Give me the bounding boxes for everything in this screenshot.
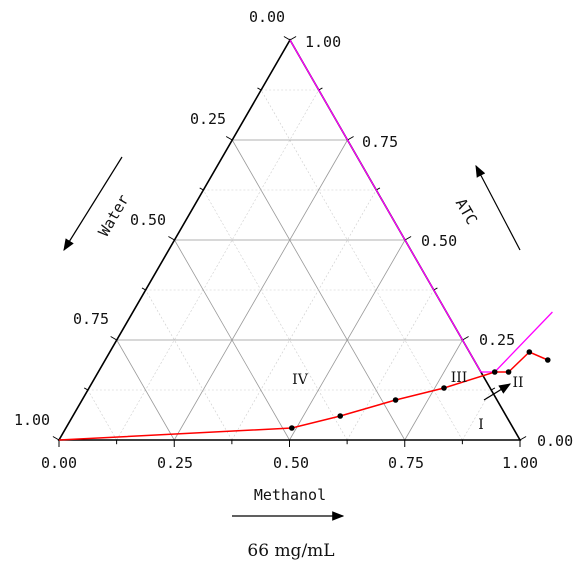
water-tick-mark [141, 287, 146, 291]
region-label-i: I [478, 417, 484, 433]
atc-tick-4: 1.00 [305, 33, 341, 51]
region-ii-pointer-arrow [483, 383, 512, 401]
atc-axis-title: ATC [452, 195, 481, 227]
tick-layer [52, 36, 527, 447]
atc-tick-mark [347, 136, 354, 141]
data-point-3 [392, 397, 399, 403]
methanol-tick-1: 0.25 [157, 454, 193, 472]
atc-tick-mark [404, 236, 412, 241]
water-tick-mark [257, 87, 262, 91]
methanol-tick-0: 0.00 [41, 454, 77, 472]
data-point-2 [337, 413, 344, 419]
grid-line-water [203, 189, 348, 441]
water-tick-2: 0.50 [130, 211, 166, 229]
grid-layer [87, 89, 492, 441]
grid-line-water [145, 289, 233, 441]
water-tick-mark [52, 436, 60, 441]
methanol-tick-4: 1.00 [502, 454, 538, 472]
grid-line-water [174, 239, 290, 441]
atc-tick-mark [519, 436, 527, 441]
data-point-7 [526, 349, 533, 355]
atc-direction-arrow [475, 164, 521, 251]
water-tick-mark [110, 336, 117, 341]
chart-caption: 66 mg/mL [247, 541, 334, 561]
water-direction-arrow [63, 156, 123, 252]
atc-tick-mark [289, 36, 297, 41]
grid-line-methanol [289, 239, 406, 441]
atc-tick-3: 0.75 [362, 133, 398, 151]
region-label-iv: IV [292, 372, 309, 388]
methanol-tick-3: 0.75 [388, 454, 424, 472]
data-point-4 [441, 385, 447, 391]
water-tick-mark [283, 36, 291, 41]
water-tick-0: 0.00 [249, 8, 285, 26]
data-series-layer [58, 349, 551, 441]
data-point-6 [505, 369, 512, 375]
data-point-1 [289, 425, 295, 431]
methanol-axis-title: Methanol [254, 486, 326, 504]
atc-tick-mark [433, 287, 438, 291]
grid-line-water [87, 389, 117, 441]
water-tick-mark [83, 387, 89, 391]
water-tick-1: 0.25 [190, 110, 226, 128]
atc-tick-mark [491, 387, 496, 391]
region-label-ii: II [512, 375, 523, 391]
atc-tick-1: 0.25 [479, 331, 515, 349]
atc-tick-mark [376, 187, 381, 191]
water-tick-3: 0.75 [73, 310, 109, 328]
methanol-tick-2: 0.50 [273, 454, 309, 472]
grid-line-methanol [231, 189, 377, 441]
water-tick-mark [199, 187, 204, 191]
atc-tick-mark [462, 336, 469, 341]
water-tick-mark [168, 236, 175, 241]
water-tick-4: 1.00 [14, 411, 50, 429]
atc-tick-mark [318, 87, 323, 91]
grid-line-methanol [116, 89, 320, 441]
region-label-iii: III [451, 370, 468, 386]
data-point-8 [544, 357, 551, 363]
water-axis-title: Water [95, 191, 133, 239]
phase-boundary-layer [289, 39, 553, 373]
phase-boundary-line-0 [289, 39, 553, 373]
grid-line-water [116, 339, 175, 441]
atc-tick-2: 0.50 [421, 232, 457, 250]
solubility-curve-line-0 [58, 351, 549, 441]
data-point-5 [491, 369, 498, 375]
grid-line-methanol [346, 289, 435, 441]
grid-line-water [260, 89, 463, 441]
water-tick-mark [225, 136, 233, 141]
atc-tick-0: 0.00 [537, 432, 573, 450]
